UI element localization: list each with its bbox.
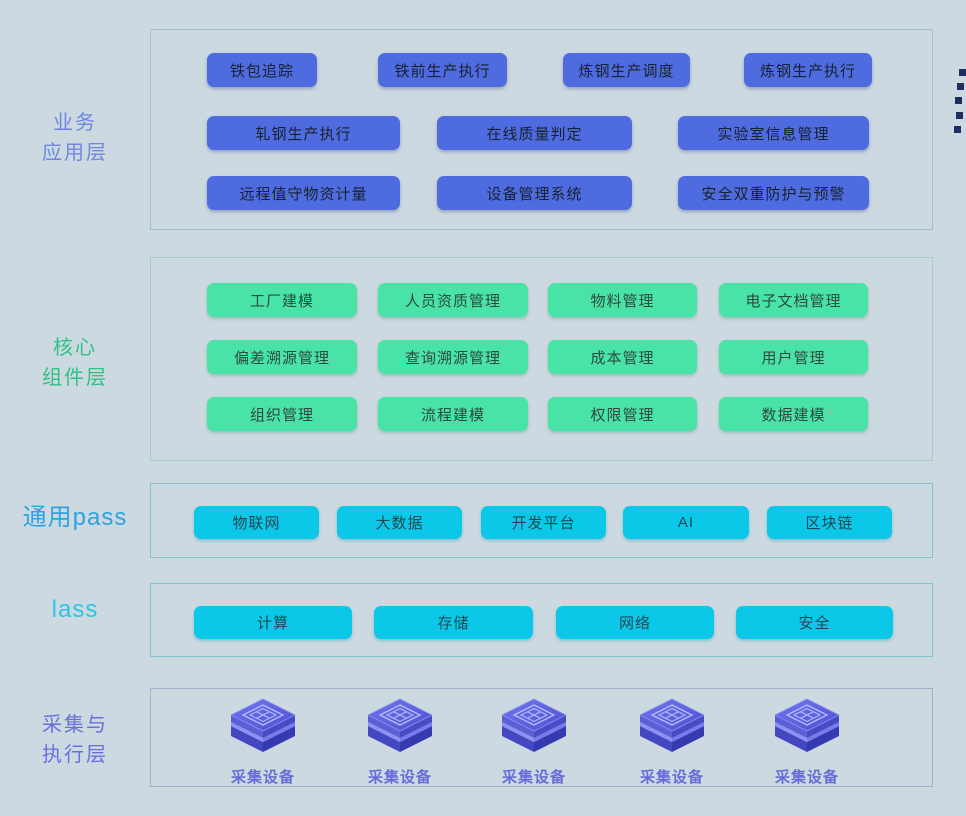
layer-label-business-app: 业务 应用层 <box>0 108 150 168</box>
business-app-button[interactable]: 安全双重防护与预警 <box>678 176 869 210</box>
collection-device: 采集设备 <box>639 698 705 787</box>
corner-dot <box>954 126 961 133</box>
business-app-button[interactable]: 实验室信息管理 <box>678 116 869 150</box>
corner-dot <box>956 112 963 119</box>
layer-label-collection-execution: 采集与 执行层 <box>0 710 150 770</box>
business-app-button[interactable]: 在线质量判定 <box>437 116 632 150</box>
device-cube-icon <box>230 698 296 752</box>
layer-label-iaas: lass <box>0 595 150 625</box>
paas-button[interactable]: 开发平台 <box>481 506 606 539</box>
business-app-panel <box>150 29 933 230</box>
iaas-button[interactable]: 存储 <box>374 606 533 639</box>
business-app-button[interactable]: 炼钢生产调度 <box>563 53 690 87</box>
core-component-button[interactable]: 物料管理 <box>548 283 697 317</box>
device-cube-icon <box>639 698 705 752</box>
layer-label-common-paas: 通用pass <box>0 503 150 533</box>
core-component-button[interactable]: 数据建模 <box>719 397 868 431</box>
business-app-button[interactable]: 炼钢生产执行 <box>744 53 872 87</box>
iaas-panel <box>150 583 933 657</box>
core-component-button[interactable]: 组织管理 <box>207 397 357 431</box>
paas-panel <box>150 483 933 558</box>
device-label: 采集设备 <box>774 769 839 786</box>
layer-label-line: 采集与 <box>42 714 108 736</box>
device-label: 采集设备 <box>367 769 432 786</box>
paas-button[interactable]: AI <box>623 506 749 539</box>
device-cube-icon <box>501 698 567 752</box>
business-app-button[interactable]: 轧钢生产执行 <box>207 116 400 150</box>
device-panel <box>150 688 933 787</box>
collection-device: 采集设备 <box>501 698 567 787</box>
core-component-button[interactable]: 电子文档管理 <box>719 283 868 317</box>
layer-label-line: 核心 <box>53 337 97 359</box>
core-component-panel <box>150 257 933 461</box>
corner-dot <box>955 97 962 104</box>
business-app-button[interactable]: 远程值守物资计量 <box>207 176 400 210</box>
core-component-button[interactable]: 查询溯源管理 <box>378 340 528 374</box>
paas-button[interactable]: 大数据 <box>337 506 462 539</box>
corner-dot <box>957 83 964 90</box>
core-component-button[interactable]: 偏差溯源管理 <box>207 340 357 374</box>
paas-button[interactable]: 区块链 <box>767 506 892 539</box>
corner-dot <box>959 69 966 76</box>
device-cube-icon <box>774 698 840 752</box>
collection-device: 采集设备 <box>774 698 840 787</box>
core-component-button[interactable]: 用户管理 <box>719 340 868 374</box>
device-label: 采集设备 <box>639 769 704 786</box>
core-component-button[interactable]: 流程建模 <box>378 397 528 431</box>
layer-label-line: 执行层 <box>42 744 108 766</box>
collection-device: 采集设备 <box>367 698 433 787</box>
business-app-button[interactable]: 铁前生产执行 <box>378 53 507 87</box>
layer-label-line: 通用pass <box>22 504 128 531</box>
iaas-button[interactable]: 网络 <box>556 606 714 639</box>
layer-label-line: 组件层 <box>42 367 108 389</box>
core-component-button[interactable]: 工厂建模 <box>207 283 357 317</box>
device-label: 采集设备 <box>501 769 566 786</box>
layer-label-line: 应用层 <box>42 142 108 164</box>
iaas-button[interactable]: 安全 <box>736 606 893 639</box>
core-component-button[interactable]: 成本管理 <box>548 340 697 374</box>
layer-label-core-component: 核心 组件层 <box>0 333 150 393</box>
device-cube-icon <box>367 698 433 752</box>
paas-button[interactable]: 物联网 <box>194 506 319 539</box>
business-app-button[interactable]: 铁包追踪 <box>207 53 317 87</box>
collection-device: 采集设备 <box>230 698 296 787</box>
iaas-button[interactable]: 计算 <box>194 606 352 639</box>
layer-label-line: lass <box>51 596 99 623</box>
business-app-button[interactable]: 设备管理系统 <box>437 176 632 210</box>
device-label: 采集设备 <box>230 769 295 786</box>
core-component-button[interactable]: 人员资质管理 <box>378 283 528 317</box>
core-component-button[interactable]: 权限管理 <box>548 397 697 431</box>
layer-label-line: 业务 <box>53 112 97 134</box>
